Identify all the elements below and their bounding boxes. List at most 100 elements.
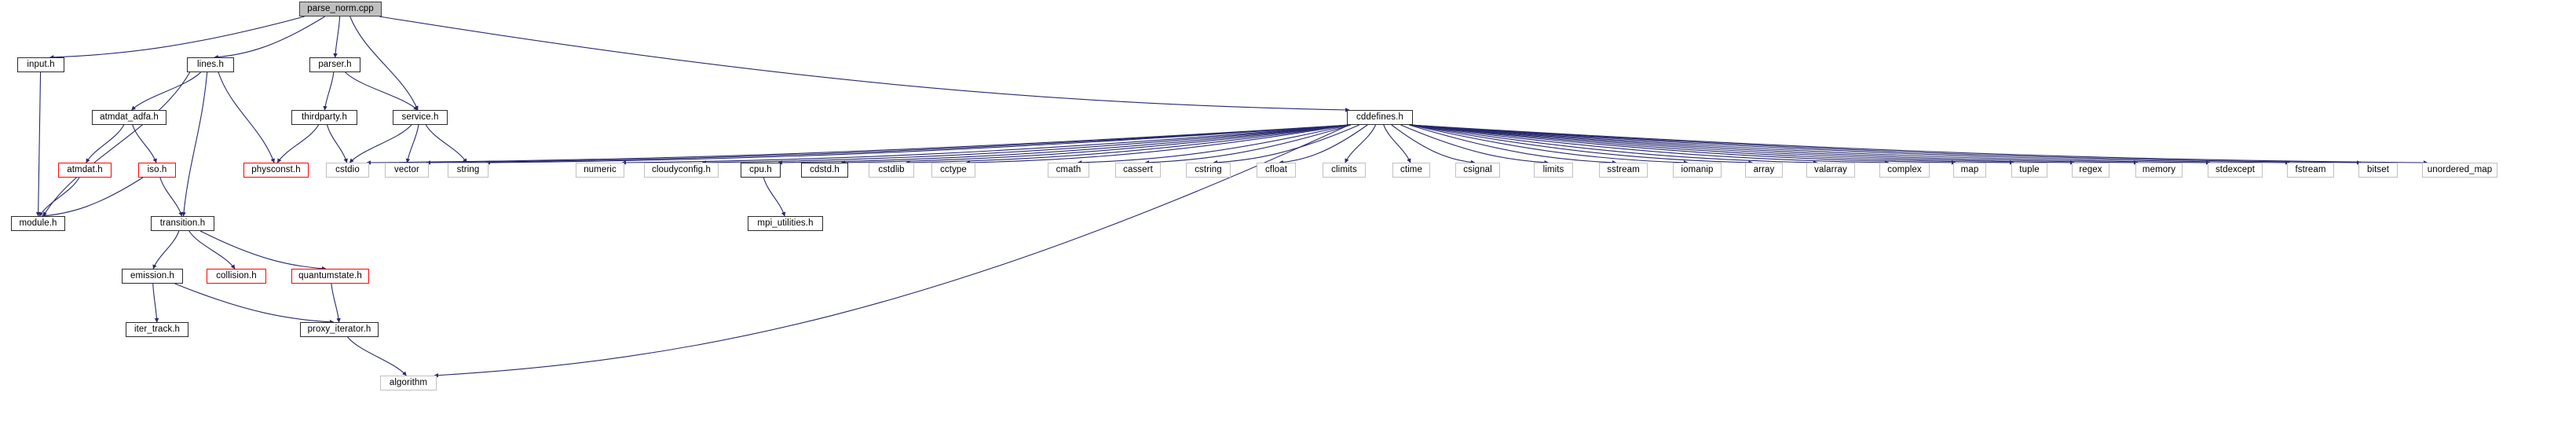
graph-edge-cddefines-h-to-complex (1410, 124, 1890, 165)
graph-node-module-h[interactable]: module.h (11, 216, 65, 231)
graph-node-regex[interactable]: regex (2072, 163, 2109, 178)
graph-node-thirdparty-h[interactable]: thirdparty.h (291, 110, 357, 125)
graph-edge-cddefines-h-to-unordered-map (1410, 124, 2428, 165)
graph-edge-cddefines-h-to-cstdlib (906, 124, 1350, 165)
graph-node-quantumstate-h[interactable]: quantumstate.h (291, 269, 369, 284)
graph-node-sstream[interactable]: sstream (1599, 163, 1648, 178)
graph-node-parser-h[interactable]: parser.h (309, 57, 360, 72)
graph-edge-cddefines-h-to-valarray (1410, 124, 1818, 165)
graph-node-cpu-h[interactable]: cpu.h (741, 163, 781, 178)
graph-node-iso-h[interactable]: iso.h (138, 163, 176, 178)
graph-edge-parse-norm-cpp-to-lines-h (214, 16, 325, 60)
graph-node-collision-h[interactable]: collision.h (207, 269, 266, 284)
graph-node-string[interactable]: string (448, 163, 488, 178)
graph-edge-cddefines-h-to-cstring (1213, 124, 1359, 165)
graph-edge-cddefines-h-to-cassert (1144, 124, 1352, 165)
graph-edge-cddefines-h-to-cctype (965, 124, 1350, 165)
graph-node-cstdlib[interactable]: cstdlib (869, 163, 914, 178)
graph-edge-cddefines-h-to-ctime (1383, 124, 1411, 163)
edge-group (35, 16, 2428, 378)
graph-edge-parse-norm-cpp-to-cddefines-h (379, 16, 1350, 112)
graph-edge-parse-norm-cpp-to-parser-h (333, 16, 341, 58)
graph-node-emission-h[interactable]: emission.h (122, 269, 183, 284)
graph-edge-emission-h-to-proxy-iterator-h (174, 283, 335, 324)
graph-edge-cddefines-h-to-numeric (621, 124, 1350, 165)
graph-edge-parser-h-to-service-h (345, 72, 419, 111)
graph-node-iter-track-h[interactable]: iter_track.h (126, 322, 188, 337)
graph-edge-quantumstate-h-to-proxy-iterator-h (331, 283, 341, 323)
graph-node-bitset[interactable]: bitset (2358, 163, 2398, 178)
graph-edge-emission-h-to-iter-track-h (152, 283, 159, 323)
graph-edge-cddefines-h-to-regex (1410, 124, 2075, 165)
graph-node-cfloat[interactable]: cfloat (1257, 163, 1296, 178)
graph-edge-transition-h-to-emission-h (152, 230, 180, 270)
graph-node-proxy-iterator-h[interactable]: proxy_iterator.h (300, 322, 379, 337)
graph-edge-thirdparty-h-to-physconst-h (276, 124, 320, 163)
graph-edge-service-h-to-vector (405, 124, 419, 163)
graph-edge-cddefines-h-to-limits (1400, 124, 1549, 165)
graph-node-physconst-h[interactable]: physconst.h (243, 163, 309, 178)
graph-node-atmdat-h[interactable]: atmdat.h (58, 163, 112, 178)
graph-edge-cddefines-h-to-cpu-h (778, 124, 1350, 165)
graph-node-iomanip[interactable]: iomanip (1673, 163, 1722, 178)
graph-edge-lines-h-to-atmdat-adfa-h (131, 72, 201, 111)
graph-edge-cddefines-h-to-fstream (1410, 124, 2290, 165)
graph-edge-parse-norm-cpp-to-input-h (49, 16, 305, 60)
graph-edge-cddefines-h-to-cloudyconfig-h (701, 124, 1350, 165)
graph-edge-cddefines-h-to-climits (1345, 124, 1377, 163)
graph-edge-cddefines-h-to-stdexcept (1410, 124, 2211, 165)
graph-node-transition-h[interactable]: transition.h (151, 216, 214, 231)
graph-node-atmdat-adfa-h[interactable]: atmdat_adfa.h (92, 110, 166, 125)
graph-node-cmath[interactable]: cmath (1048, 163, 1089, 178)
graph-node-algorithm[interactable]: algorithm (380, 376, 437, 390)
graph-edge-transition-h-to-quantumstate-h (199, 230, 327, 271)
graph-edge-atmdat-adfa-h-to-iso-h (132, 124, 157, 163)
graph-node-limits[interactable]: limits (1534, 163, 1573, 178)
graph-edge-service-h-to-cstdio (349, 124, 412, 163)
graph-node-cloudyconfig-h[interactable]: cloudyconfig.h (644, 163, 719, 178)
graph-node-memory[interactable]: memory (2135, 163, 2183, 178)
graph-node-array[interactable]: array (1745, 163, 1783, 178)
graph-edge-cddefines-h-to-cfloat (1279, 124, 1368, 165)
graph-edge-atmdat-adfa-h-to-atmdat-h (86, 124, 125, 163)
graph-edge-cddefines-h-to-tuple (1410, 124, 2014, 165)
graph-node-cassert[interactable]: cassert (1115, 163, 1161, 178)
graph-node-tuple[interactable]: tuple (2011, 163, 2047, 178)
graph-edge-lines-h-to-physconst-h (218, 72, 275, 163)
graph-edge-cpu-h-to-mpi-utilities-h (763, 177, 786, 217)
graph-edge-cddefines-h-to-map (1410, 124, 1956, 165)
graph-node-numeric[interactable]: numeric (576, 163, 624, 178)
graph-node-map[interactable]: map (1953, 163, 1986, 178)
graph-node-cddefines-h[interactable]: cddefines.h (1347, 110, 1413, 125)
graph-node-cstdio[interactable]: cstdio (326, 163, 369, 178)
graph-node-fstream[interactable]: fstream (2287, 163, 2334, 178)
graph-node-unordered-map[interactable]: unordered_map (2422, 163, 2497, 178)
graph-node-stdexcept[interactable]: stdexcept (2208, 163, 2263, 178)
graph-node-cdstd-h[interactable]: cdstd.h (801, 163, 848, 178)
graph-edge-cddefines-h-to-csignal (1391, 124, 1476, 165)
graph-node-service-h[interactable]: service.h (393, 110, 448, 125)
graph-node-ctime[interactable]: ctime (1392, 163, 1430, 178)
graph-node-parse-norm-cpp[interactable]: parse_norm.cpp (299, 2, 382, 16)
graph-edge-cddefines-h-to-memory (1410, 124, 2139, 165)
graph-node-csignal[interactable]: csignal (1455, 163, 1500, 178)
graph-edge-cddefines-h-to-iomanip (1410, 124, 1689, 165)
graph-edge-cddefines-h-to-cstdio (366, 124, 1350, 165)
graph-node-valarray[interactable]: valarray (1806, 163, 1855, 178)
graph-node-input-h[interactable]: input.h (17, 57, 64, 72)
graph-node-complex[interactable]: complex (1879, 163, 1930, 178)
graph-node-cstring[interactable]: cstring (1186, 163, 1231, 178)
graph-edge-atmdat-h-to-module-h (38, 177, 80, 217)
graph-edge-thirdparty-h-to-cstdio (327, 124, 348, 163)
graph-edge-lines-h-to-module-h (42, 72, 191, 217)
graph-node-lines-h[interactable]: lines.h (187, 57, 234, 72)
graph-edge-cddefines-h-to-bitset (1410, 124, 2362, 165)
graph-node-climits[interactable]: climits (1323, 163, 1366, 178)
graph-edge-cddefines-h-to-cdstd-h (840, 124, 1350, 165)
graph-node-mpi-utilities-h[interactable]: mpi_utilities.h (748, 216, 823, 231)
graph-edge-cddefines-h-to-cmath (1077, 124, 1350, 165)
graph-node-cctype[interactable]: cctype (931, 163, 975, 178)
graph-node-vector[interactable]: vector (385, 163, 429, 178)
